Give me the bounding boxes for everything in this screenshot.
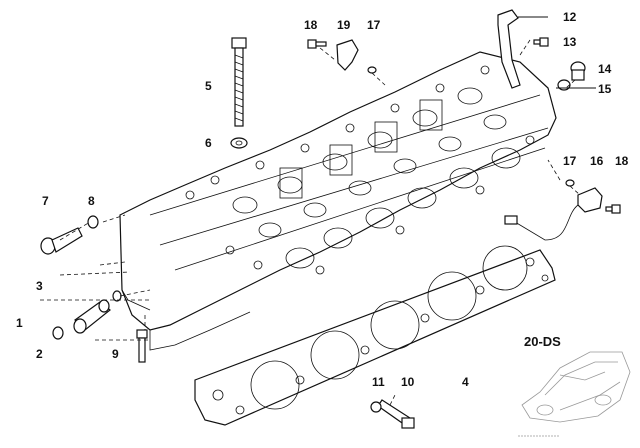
callout-6: 6 [205,136,212,150]
callout-11: 11 [372,375,385,389]
port-openings [285,147,521,269]
callout-17-top: 17 [367,18,381,32]
bolt-18-top [307,39,327,49]
tensioner-1 [73,299,111,334]
bolt-10 [377,399,415,429]
callout-15: 15 [598,82,612,96]
leader-lines [40,16,596,406]
washer-11 [370,401,382,413]
callout-19: 19 [337,18,351,32]
oring-17-top [367,66,377,74]
callout-17-right: 17 [563,154,577,168]
callout-13: 13 [563,35,577,49]
bracket-12 [497,9,521,89]
model-code: 20-DS [524,334,561,349]
callout-1: 1 [16,316,23,330]
valve-seats [232,87,507,238]
callout-14: 14 [598,62,612,76]
bolt-13 [533,37,549,47]
callout-4: 4 [462,375,469,389]
sensor-16 [504,187,603,241]
callout-12: 12 [563,10,577,24]
long-stud-bolt [231,37,247,127]
callout-labels: 1 2 3 4 5 6 7 8 9 10 11 12 13 14 15 16 1… [16,10,629,389]
callout-7: 7 [42,194,49,208]
sensor-19 [336,39,359,71]
plug-14 [570,61,586,81]
callout-9: 9 [112,347,119,361]
callout-5: 5 [205,79,212,93]
callout-8: 8 [88,194,95,208]
head-gasket [194,245,556,426]
callout-18-top: 18 [304,18,318,32]
oring-3 [112,290,122,302]
cylinder-head [119,51,557,351]
washer-6 [230,137,248,149]
seal-2 [52,326,64,340]
head-bolt-heads [185,65,535,275]
washer-8 [87,215,99,229]
bolt-18-right [605,204,621,214]
bolt-9 [136,329,148,363]
callout-2: 2 [36,347,43,361]
vehicle-thumbnail [518,351,631,437]
callout-18-right: 18 [615,154,629,168]
callout-3: 3 [36,279,43,293]
callout-10: 10 [401,375,415,389]
plug-7 [40,227,83,255]
oring-17-right [565,179,575,187]
callout-16: 16 [590,154,604,168]
